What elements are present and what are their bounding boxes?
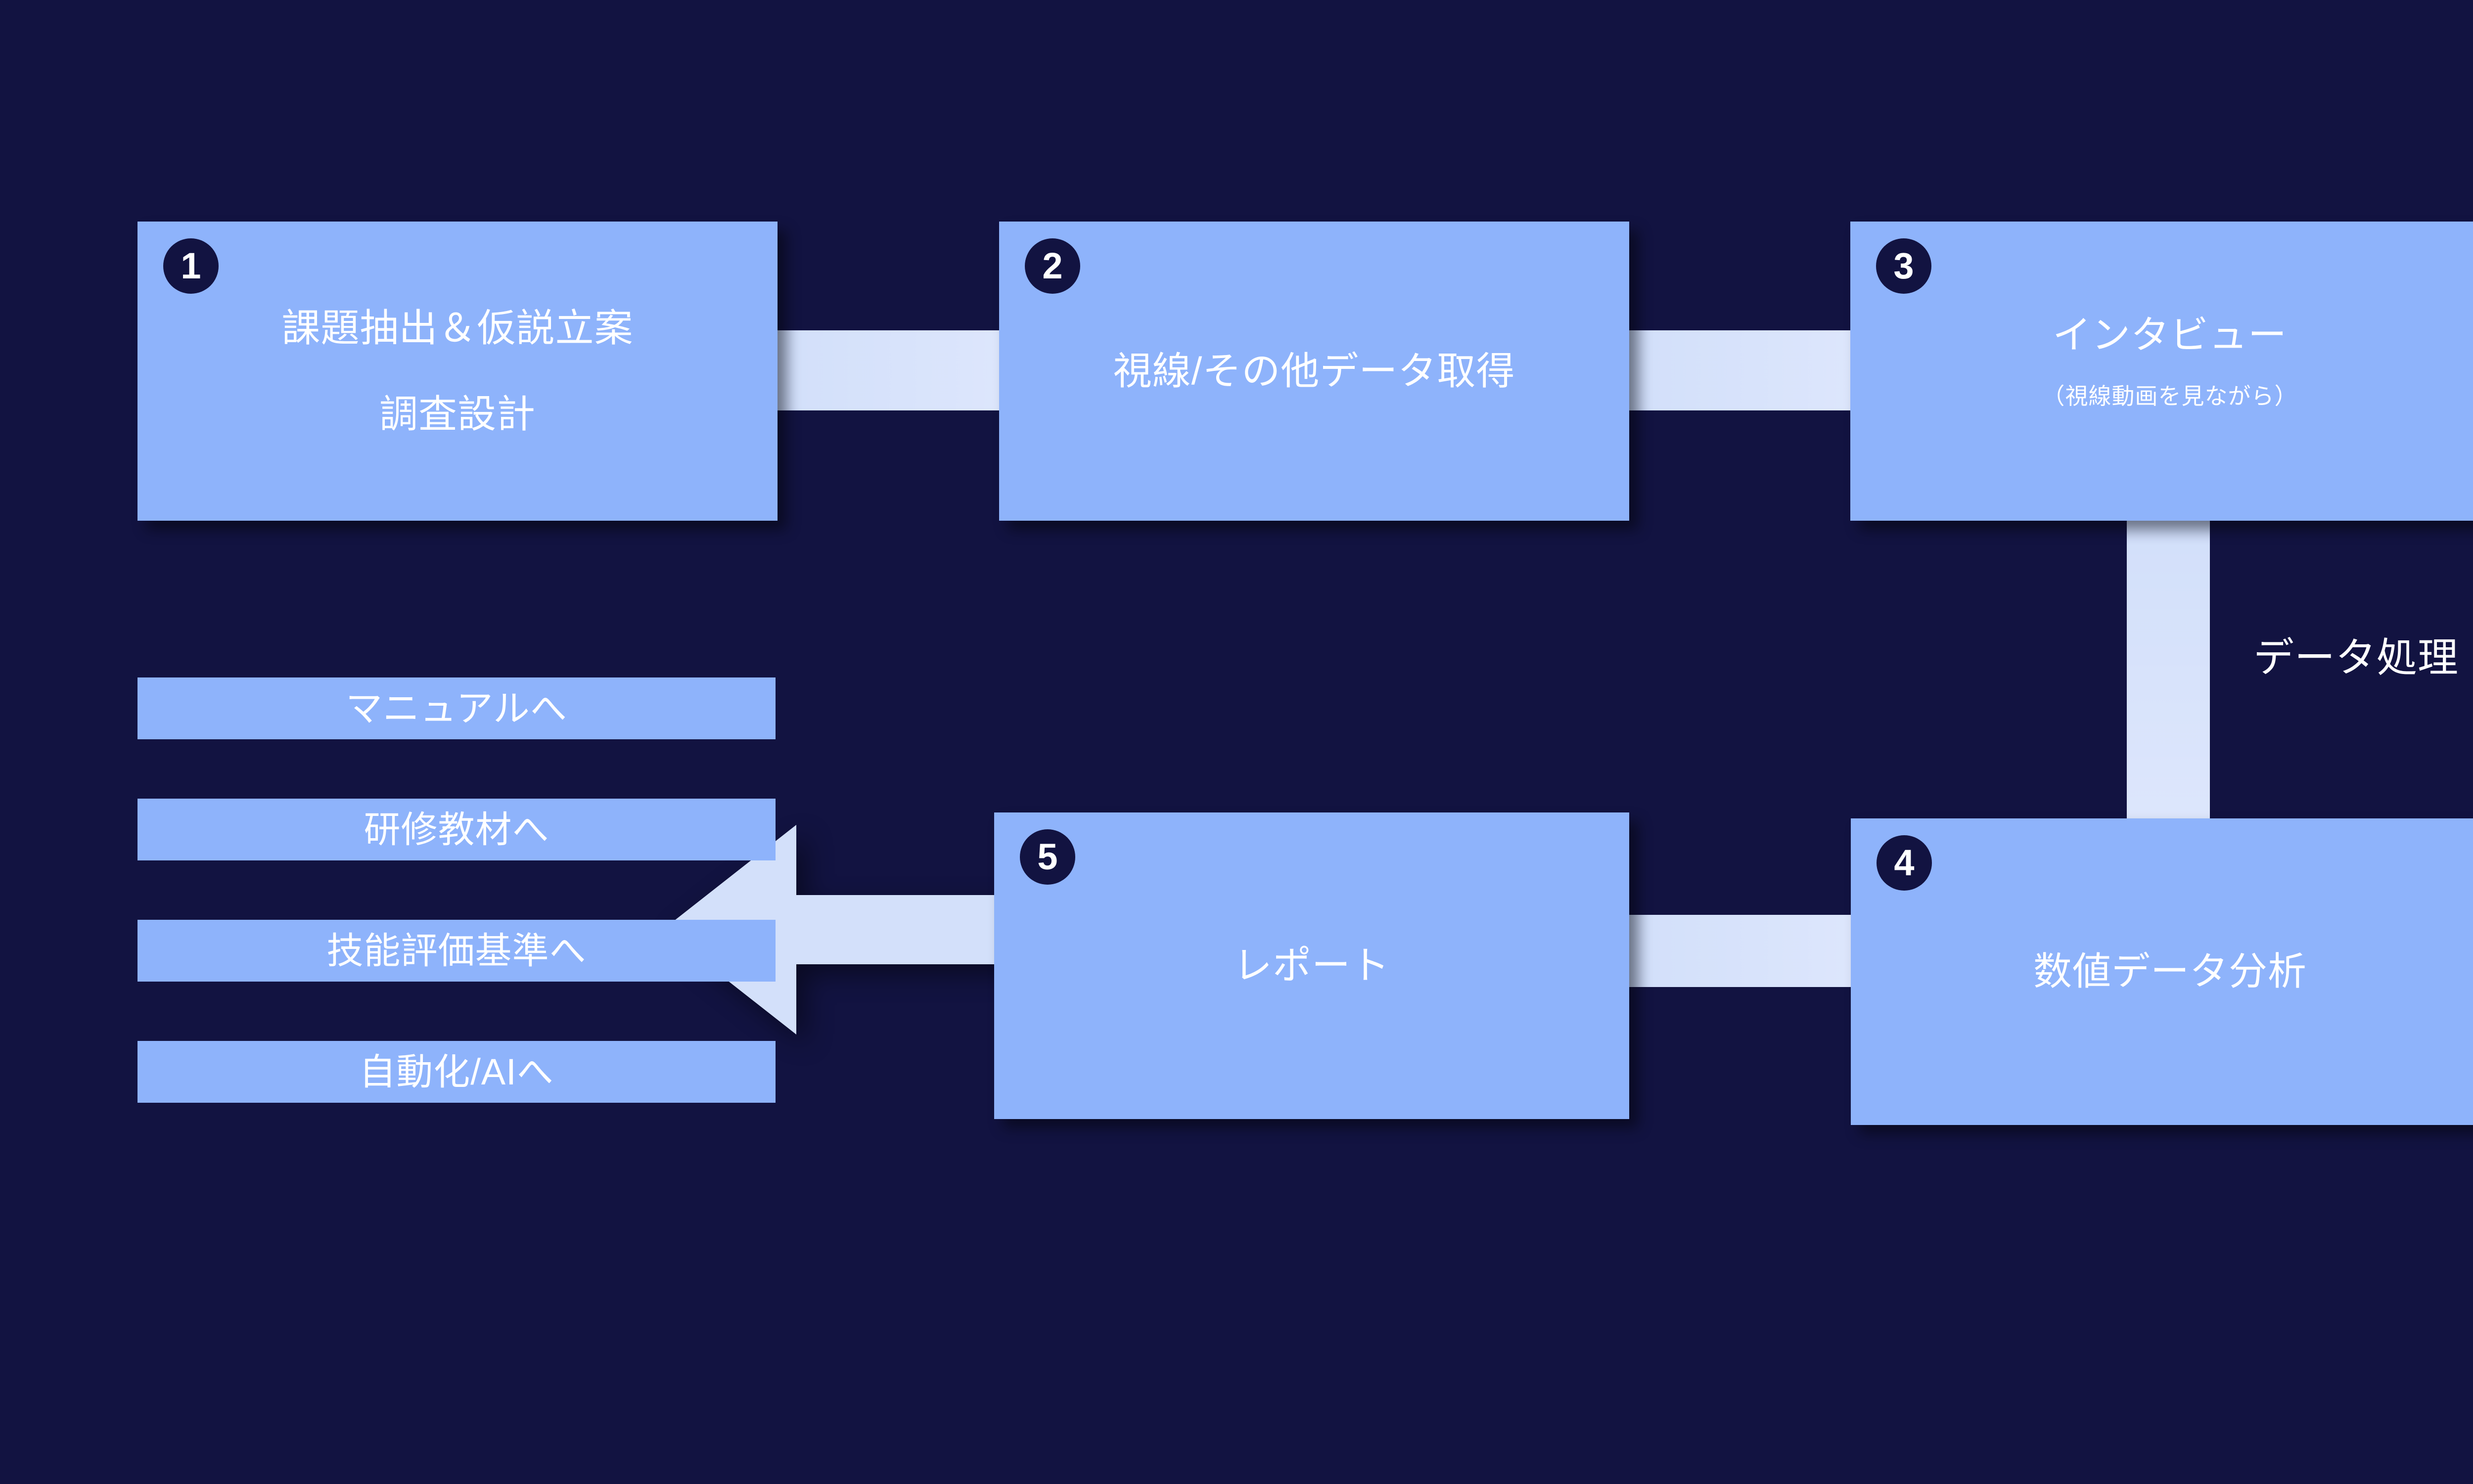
output-chip-automation-ai[interactable]: 自動化/AIへ — [137, 1041, 776, 1103]
step-title-5: レポート — [1233, 944, 1390, 988]
connector-step3-to-step4 — [2127, 514, 2210, 823]
step-badge-5: 5 — [1020, 829, 1075, 885]
connector-step2-to-step3 — [1621, 330, 1858, 410]
output-chip-label: マニュアルへ — [346, 687, 567, 729]
step-title-4: 数値データ分析 — [2033, 949, 2307, 993]
data-processing-label: データ処理 — [2253, 635, 2459, 680]
step-title-1: 課題抽出＆仮説立案 — [281, 306, 634, 350]
output-chip-label: 自動化/AIへ — [359, 1051, 554, 1092]
step-badge-1: 1 — [163, 238, 219, 294]
step-node-2[interactable]: 2 視線/その他データ取得 — [999, 222, 1629, 521]
output-chip-manual[interactable]: マニュアルへ — [137, 677, 776, 739]
connector-step1-to-step2 — [770, 330, 1006, 410]
step-badge-3: 3 — [1876, 238, 1931, 294]
step-badge-2: 2 — [1025, 238, 1080, 294]
output-chip-label: 技能評価基準へ — [326, 930, 587, 971]
step-node-3[interactable]: 3 インタビュー （視線動画を見ながら） — [1850, 222, 2473, 521]
step-subtitle-3: （視線動画を見ながら） — [2042, 383, 2298, 409]
step-node-5[interactable]: 5 レポート — [994, 812, 1629, 1119]
step-title-1-line2: 調査設計 — [379, 392, 536, 436]
connector-step4-to-step5 — [1621, 915, 1858, 987]
step-title-3: インタビュー — [2052, 313, 2287, 357]
step-node-1[interactable]: 1 課題抽出＆仮説立案 調査設計 — [137, 222, 778, 521]
output-chip-training-material[interactable]: 研修教材へ — [137, 799, 776, 860]
big-left-arrow — [663, 825, 1009, 1034]
step-title-2: 視線/その他データ取得 — [1113, 349, 1515, 393]
output-chip-label: 研修教材へ — [364, 809, 550, 850]
step-node-4[interactable]: 4 数値データ分析 — [1851, 818, 2473, 1125]
step-badge-4: 4 — [1877, 835, 1932, 891]
output-chip-skill-criteria[interactable]: 技能評価基準へ — [137, 920, 776, 982]
